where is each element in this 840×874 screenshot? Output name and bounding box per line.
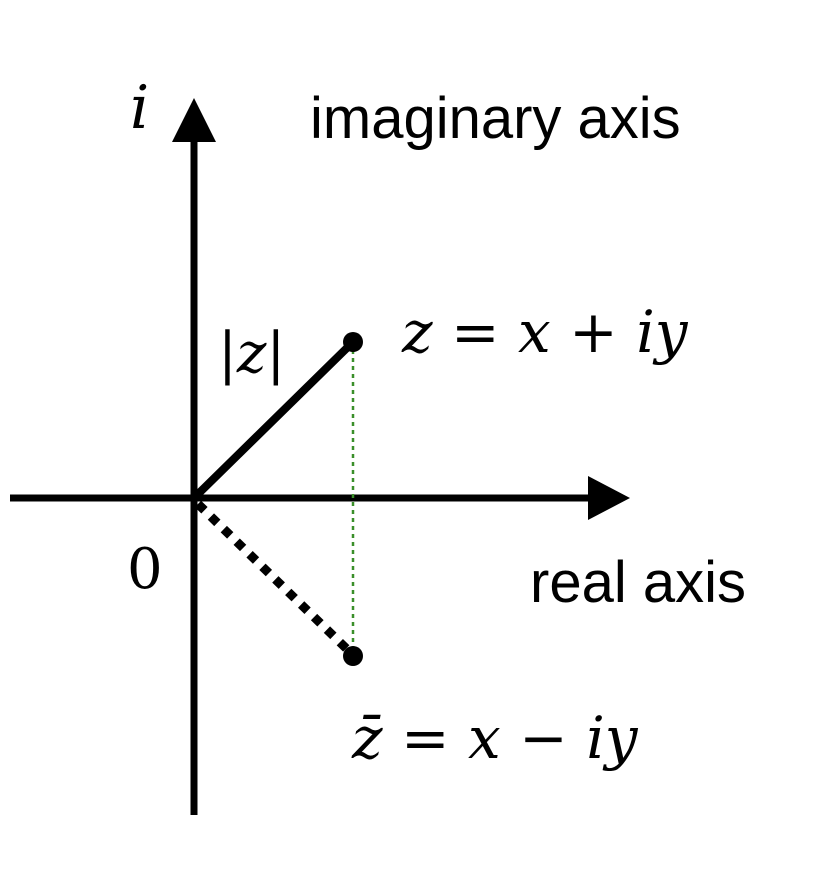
z-equation-label: z = x + iy <box>401 298 689 366</box>
z-vector-line <box>190 338 357 502</box>
z-conjugate-point <box>343 646 363 666</box>
real-axis-arrowhead <box>588 476 630 520</box>
real-axis-label: real axis <box>530 550 746 615</box>
modulus-label: |z| <box>218 321 285 386</box>
imaginary-unit-label: i <box>130 73 149 143</box>
z-conjugate-vector-line <box>194 500 357 659</box>
imaginary-axis-arrowhead <box>172 98 216 142</box>
origin-label: 0 <box>127 537 163 602</box>
z-point <box>343 332 363 352</box>
z-conjugate-equation-label: z̄ = x − iy <box>351 704 639 772</box>
imaginary-axis-label: imaginary axis <box>310 86 681 151</box>
